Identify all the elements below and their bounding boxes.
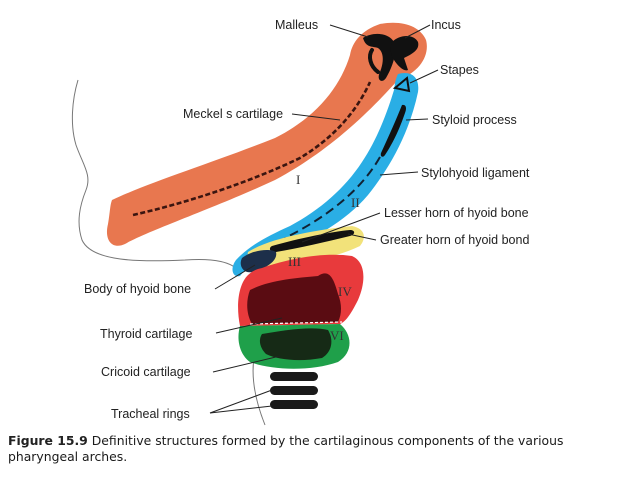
tracheal-ring: [270, 400, 318, 409]
face-profile-outline: [71, 79, 241, 273]
label-styloid-process: Styloid process: [432, 113, 517, 127]
incus-shape: [390, 36, 419, 71]
label-lesser-horn: Lesser horn of hyoid bone: [384, 206, 529, 220]
malleus-shape: [363, 33, 396, 81]
figure-caption: Figure 15.9 Definitive structures formed…: [8, 433, 630, 465]
body-of-hyoid-shape: [240, 250, 277, 273]
label-thyroid-cartilage: Thyroid cartilage: [100, 327, 192, 341]
pharyngeal-arch-diagram: I II III IV VI Malleus Incus Stapes Meck…: [71, 18, 530, 426]
label-malleus: Malleus: [275, 18, 318, 32]
label-tracheal-rings: Tracheal rings: [111, 407, 190, 421]
arch-numeral-2: II: [351, 195, 360, 210]
malleus-handle: [368, 48, 380, 74]
stapes-shape: [392, 76, 411, 93]
label-stylohyoid-ligament: Stylohyoid ligament: [421, 166, 530, 180]
label-body-of-hyoid: Body of hyoid bone: [84, 282, 191, 296]
label-stapes: Stapes: [440, 63, 479, 77]
label-greater-horn: Greater horn of hyoid bond: [380, 233, 529, 247]
arch-1-meckels-cartilage: [106, 22, 427, 246]
styloid-process-shape: [380, 104, 406, 157]
arch-boundary-dashed: [249, 321, 343, 325]
arch-numeral-4: IV: [338, 284, 352, 299]
leader-lines: [209, 24, 439, 414]
stylohyoid-ligament-line: [284, 156, 381, 239]
label-meckels-cartilage: Meckel s cartilage: [183, 107, 283, 121]
thyroid-cartilage-dark: [247, 273, 341, 324]
tracheal-ring: [270, 386, 318, 395]
label-incus: Incus: [431, 18, 461, 32]
label-cricoid-cartilage: Cricoid cartilage: [101, 365, 191, 379]
meckels-cartilage-core: [132, 81, 372, 217]
figure-caption-label: Figure 15.9: [8, 433, 88, 448]
arch-numeral-6: VI: [330, 328, 344, 343]
arch-numeral-3: III: [288, 254, 301, 269]
cricoid-cartilage-dark: [259, 328, 332, 361]
figure-caption-text: Definitive structures formed by the cart…: [8, 433, 564, 464]
arch-numeral-1: I: [296, 172, 300, 187]
greater-horn-shape: [269, 230, 355, 253]
tracheal-ring: [270, 372, 318, 381]
